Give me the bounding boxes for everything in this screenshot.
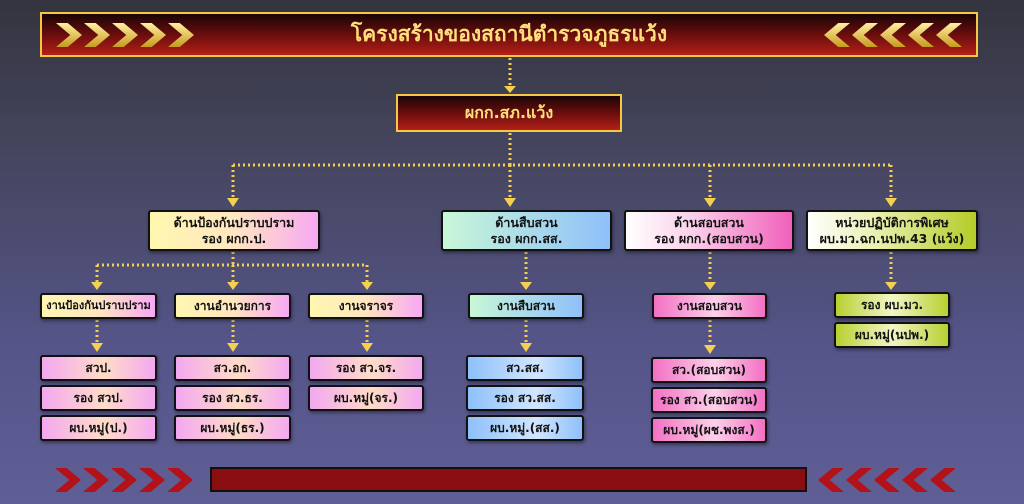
member-label: รอง สว.(สอบสวน) [660,393,758,407]
branch-investigation: ด้านสืบสวน รอง ผกก.สส. [441,210,612,251]
member-box: รอง สวป. [40,385,157,411]
unit-label: งานป้องกันปราบปราม [46,299,151,312]
member-label: สว.(สอบสวน) [671,363,746,377]
member-label: ผบ.หมู่.(สส.) [490,421,560,435]
member-box: ผบ.หมู่(ป.) [40,415,157,441]
unit-label: งานสอบสวน [676,299,743,313]
member-label: ผบ.หมู่(ผช.พงส.) [663,423,755,437]
branch-title: ด้านสืบสวน [495,214,558,230]
member-box: ผบ.หมู่(ธร.) [174,415,291,441]
member-label: ผบ.หมู่(จร.) [333,391,399,405]
branch-title: ด้านสอบสวน [674,214,744,230]
member-box: รอง สว.(สอบสวน) [651,387,767,413]
member-label: รอง ผบ.มว. [860,298,924,312]
unit-label: งานสืบสวน [496,299,555,313]
branch-head: รอง ผกก.(สอบสวน) [654,230,764,246]
member-label: รอง สว.จร. [335,361,397,375]
member-box: สว.อก. [174,355,291,381]
unit-administration: งานอำนวยการ [174,293,291,319]
chevron-right-icon [55,468,193,492]
unit-label: งานอำนวยการ [193,299,272,313]
member-label: รอง สวป. [73,391,124,405]
superintendent-label: ผกก.สภ.แว้ง [464,102,554,122]
member-box: สวป. [40,355,157,381]
member-label: สว.สส. [506,361,544,375]
unit-investigation: งานสืบสวน [468,293,584,319]
unit-prevention: งานป้องกันปราบปราม [40,293,157,319]
branch-head: รอง ผกก.ป. [201,230,267,246]
unit-traffic: งานจราจร [308,293,424,319]
member-box: สว.สส. [466,355,584,381]
chevron-left-icon [818,468,956,492]
chart-title: โครงสร้างของสถานีตำรวจภูธรแว้ง [350,22,668,46]
unit-inquiry: งานสอบสวน [652,293,767,319]
member-label: ผบ.หมู่(ป.) [69,421,128,435]
member-box: ผบ.หมู่(ผช.พงส.) [651,417,767,443]
branch-head: ผบ.มว.ฉก.นปพ.43 (แว้ง) [819,230,965,246]
member-box: รอง สว.จร. [308,355,424,381]
member-label: รอง สว.ธร. [202,391,263,405]
member-label: ผบ.หมู่(นปพ.) [854,328,930,342]
member-box: รอง สว.ธร. [174,385,291,411]
branch-head: รอง ผกก.สส. [490,230,563,246]
chevron-left-icon [824,23,962,47]
chart-title-banner: โครงสร้างของสถานีตำรวจภูธรแว้ง [40,12,978,57]
member-box: สว.(สอบสวน) [651,357,767,383]
branch-special-ops: หน่วยปฏิบัติการพิเศษ ผบ.มว.ฉก.นปพ.43 (แว… [806,210,978,251]
branch-title: ด้านป้องกันปราบปราม [173,214,295,230]
superintendent-box: ผกก.สภ.แว้ง [396,94,622,132]
member-label: ผบ.หมู่(ธร.) [200,421,265,435]
member-box: ผบ.หมู่(นปพ.) [834,322,950,348]
member-box: ผบ.หมู่.(สส.) [466,415,584,441]
chevron-right-icon [56,23,194,47]
member-box: รอง ผบ.มว. [834,292,950,318]
member-label: สวป. [85,361,112,375]
branch-title: หน่วยปฏิบัติการพิเศษ [835,214,949,230]
branch-prevention: ด้านป้องกันปราบปราม รอง ผกก.ป. [148,210,320,251]
branch-inquiry: ด้านสอบสวน รอง ผกก.(สอบสวน) [624,210,794,251]
arrowheads [91,86,897,354]
member-box: รอง สว.สส. [466,385,584,411]
unit-label: งานจราจร [338,299,394,313]
member-label: รอง สว.สส. [494,391,556,405]
member-box: ผบ.หมู่(จร.) [308,385,424,411]
member-label: สว.อก. [213,361,252,375]
bottom-banner [210,467,807,492]
